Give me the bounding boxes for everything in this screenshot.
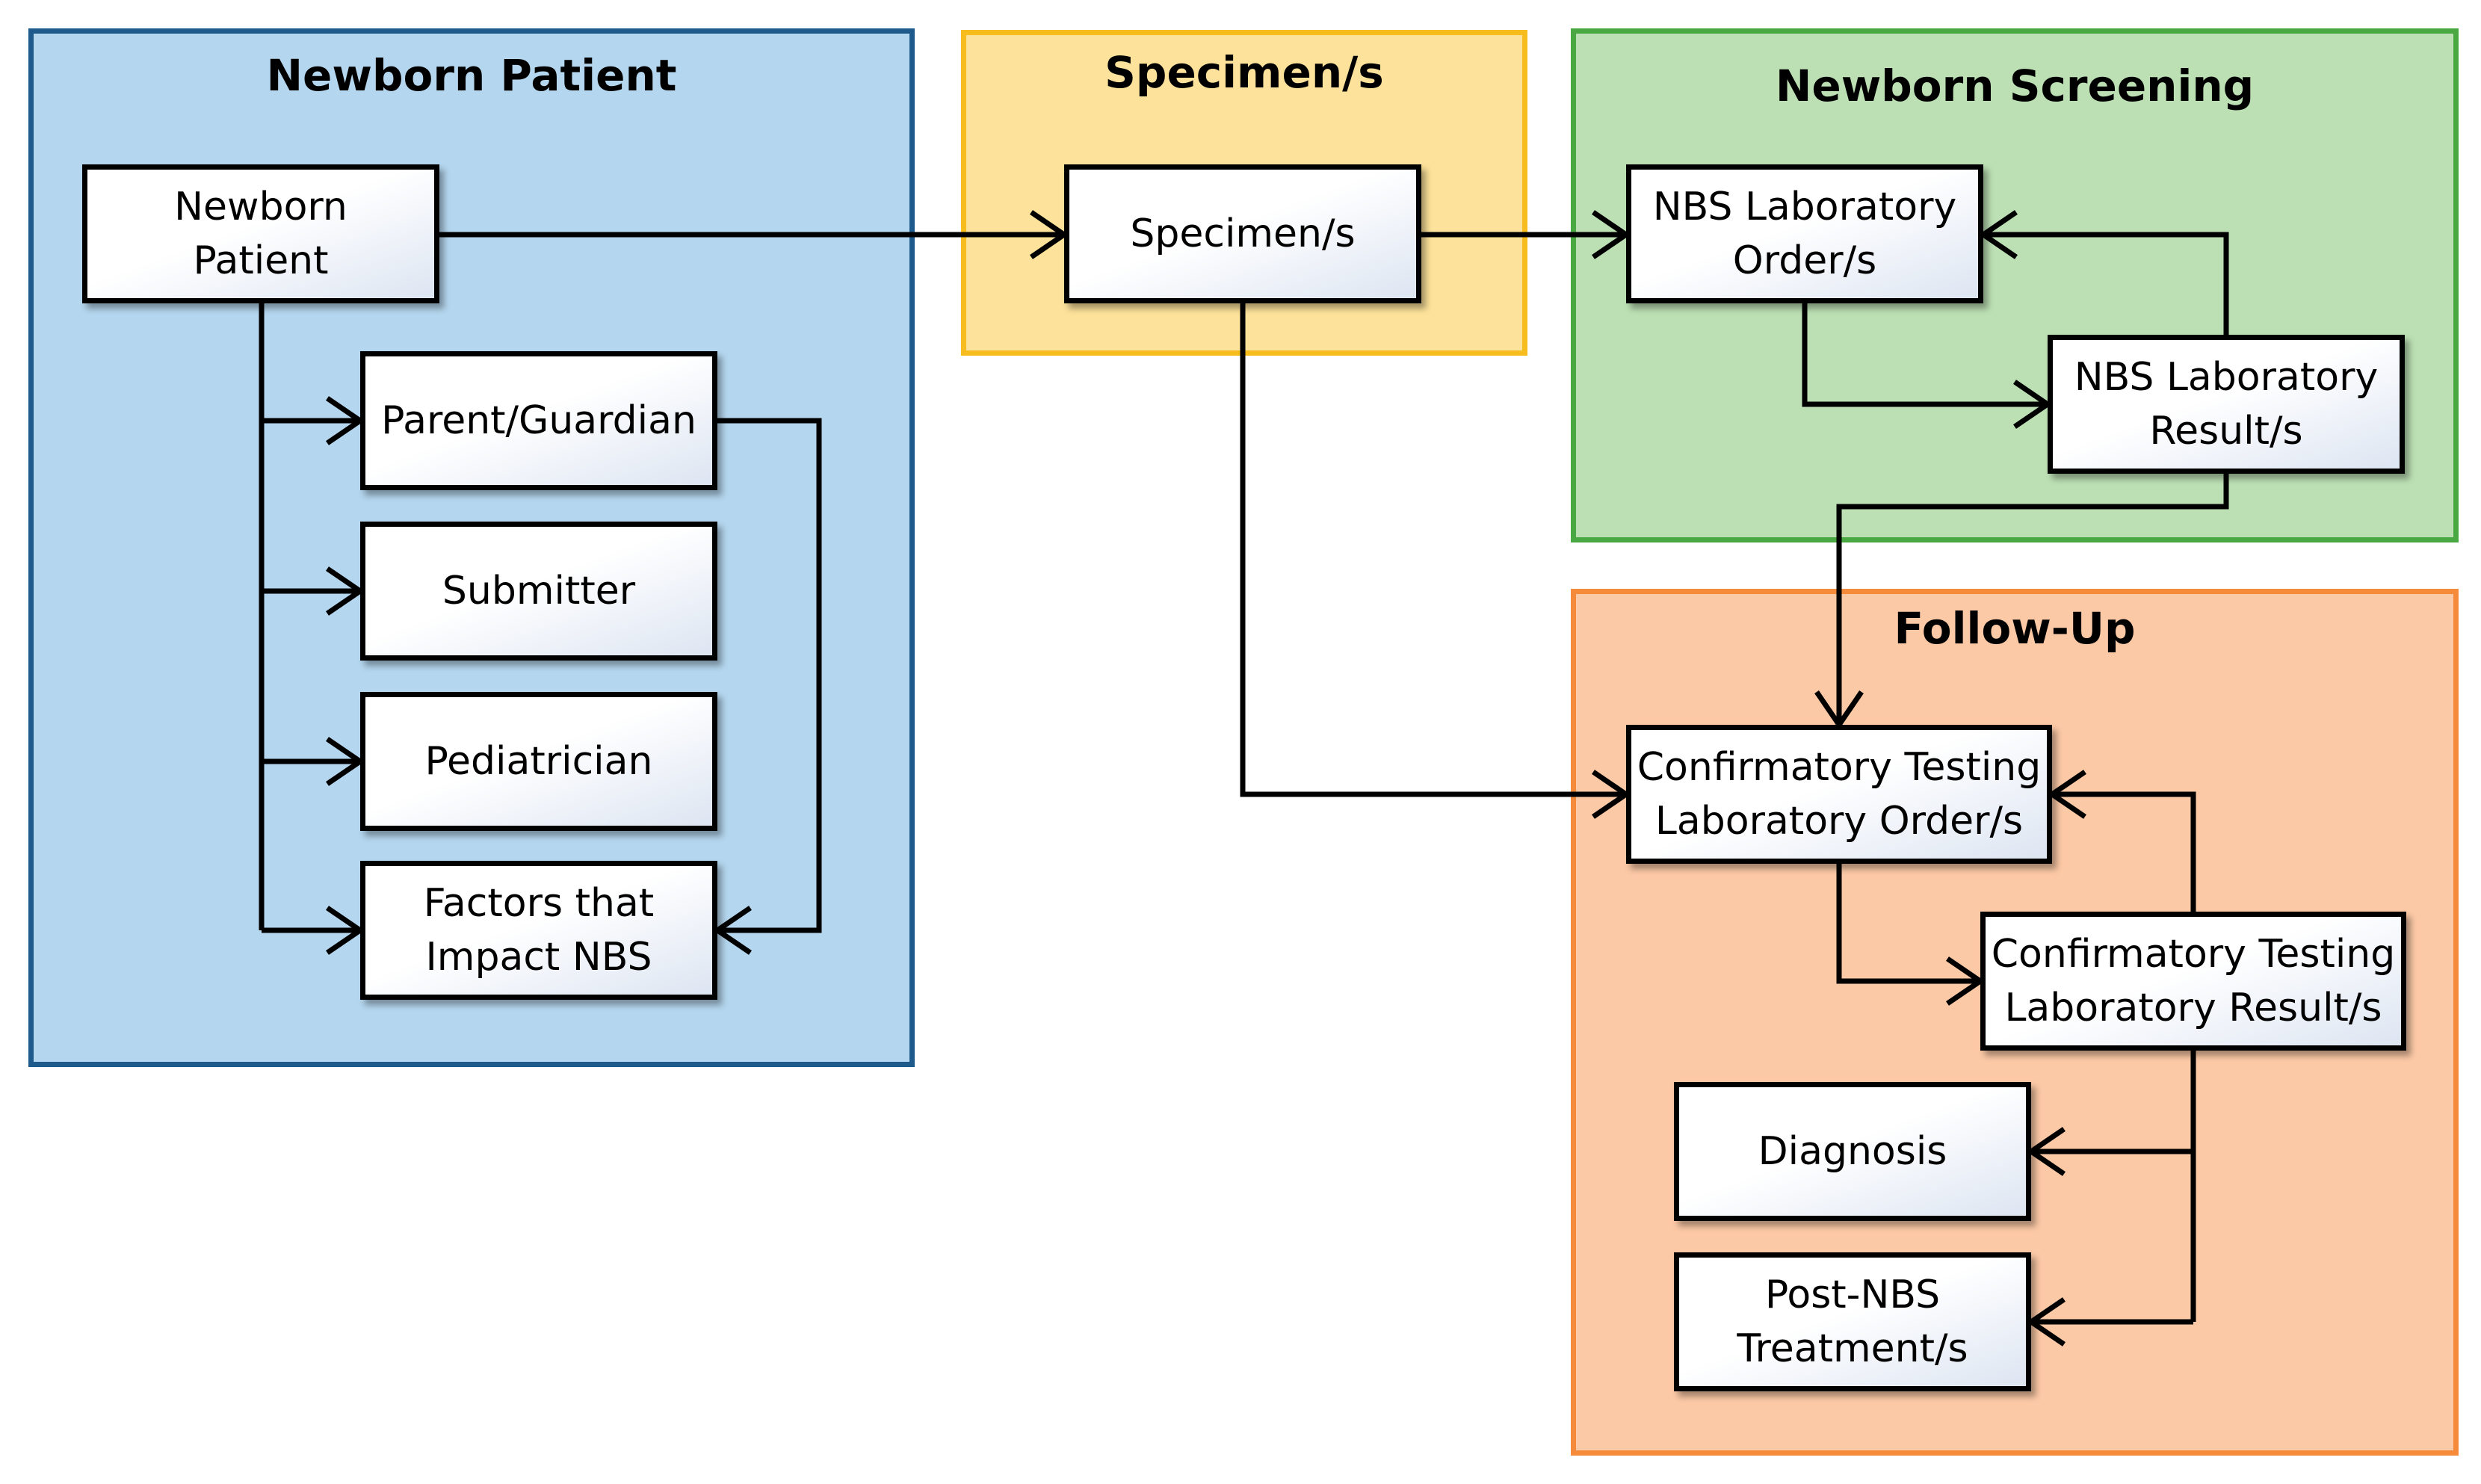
confirmatory-testing-order-box: Confirmatory Testing Laboratory Order/s xyxy=(1626,725,2052,864)
group-title: Follow-Up xyxy=(1894,603,2136,654)
connector-specimen-to-ct-order xyxy=(1240,303,1626,797)
box-label-line: Factors that xyxy=(423,881,655,926)
box-label-line: Result/s xyxy=(2149,409,2303,454)
post-nbs-treatment-box: Post-NBS Treatment/s xyxy=(1674,1252,2031,1391)
specimen-box: Specimen/s xyxy=(1064,164,1421,303)
box-label-line: Diagnosis xyxy=(1758,1129,1947,1174)
box-label-line: Laboratory Result/s xyxy=(2004,986,2382,1030)
box-label-line: Impact NBS xyxy=(425,935,652,980)
group-title: Specimen/s xyxy=(1104,47,1384,98)
factors-that-impact-nbs-box: Factors that Impact NBS xyxy=(360,861,717,1000)
diagnosis-box: Diagnosis xyxy=(1674,1082,2031,1221)
box-label-line: Specimen/s xyxy=(1130,211,1356,256)
confirmatory-testing-result-box: Confirmatory Testing Laboratory Result/s xyxy=(1980,912,2406,1051)
box-label-line: Pediatrician xyxy=(424,739,653,784)
pediatrician-box: Pediatrician xyxy=(360,692,717,831)
box-label-line: Treatment/s xyxy=(1737,1326,1968,1371)
box-label-line: Post-NBS xyxy=(1764,1273,1941,1317)
box-label-line: Laboratory Order/s xyxy=(1654,799,2024,844)
box-label-line: Parent/Guardian xyxy=(381,398,696,443)
nbs-laboratory-order-box: NBS Laboratory Order/s xyxy=(1626,164,1983,303)
box-label-line: Patient xyxy=(193,238,329,283)
box-label-line: Order/s xyxy=(1732,238,1877,283)
nbs-laboratory-result-box: NBS Laboratory Result/s xyxy=(2048,335,2405,474)
box-label-line: Confirmatory Testing xyxy=(1991,932,2396,977)
parent-guardian-box: Parent/Guardian xyxy=(360,351,717,490)
box-label-line: Confirmatory Testing xyxy=(1637,745,2042,790)
group-title: Newborn Patient xyxy=(266,50,677,101)
box-label-line: Submitter xyxy=(442,569,636,613)
box-label-line: NBS Laboratory xyxy=(1652,185,1957,229)
group-title: Newborn Screening xyxy=(1775,61,2255,111)
newborn-patient-box: Newborn Patient xyxy=(82,164,439,303)
box-label-line: NBS Laboratory xyxy=(2074,355,2379,400)
submitter-box: Submitter xyxy=(360,522,717,661)
box-label-line: Newborn xyxy=(174,185,347,229)
